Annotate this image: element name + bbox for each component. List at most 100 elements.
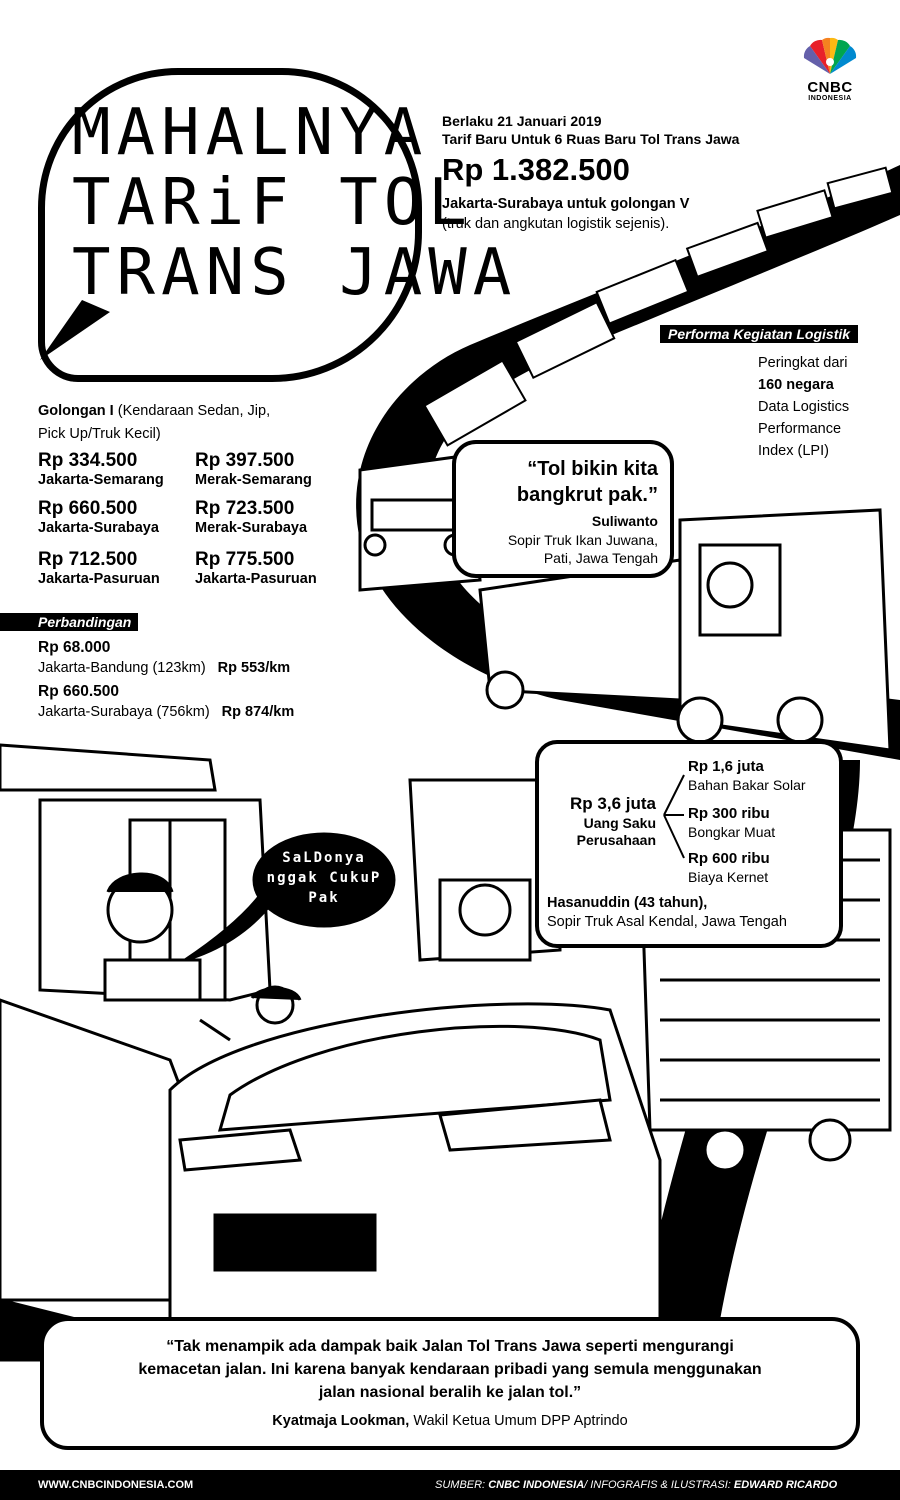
costs-brace <box>663 774 685 859</box>
fare-price: Rp 660.500 <box>38 498 138 519</box>
cost-amount: Rp 600 ribu <box>688 850 770 867</box>
header-desc-2: (truk dan angkutan logistik sejenis). <box>442 216 670 232</box>
rank-dot-icon <box>590 378 600 388</box>
quote1-role-1: Sopir Truk Ikan Juwana, <box>507 532 658 548</box>
peacock-icon <box>803 37 857 74</box>
speech-text: SaLDonya nggak CukuP Pak <box>262 848 386 908</box>
fare-price: Rp 723.500 <box>195 498 295 519</box>
compare-per-km: Rp 874/km <box>221 704 295 720</box>
costs-person-role: Sopir Truk Asal Kendal, Jawa Tengah <box>547 914 787 930</box>
comparison-tag: Perbandingan <box>38 614 132 630</box>
compare-per-km: Rp 553/km <box>217 660 291 676</box>
speech-line-3: Pak <box>308 890 340 906</box>
footer-source: SUMBER: CNBC INDONESIA/ INFOGRAFIS & ILU… <box>435 1479 837 1491</box>
compare-route: Jakarta-Surabaya (756km) <box>38 704 210 720</box>
toll-attendant <box>103 872 231 1042</box>
compare-price: Rp 68.000 <box>38 639 111 656</box>
note-line-5: Index (LPI) <box>758 443 829 459</box>
header-info: Berlaku 21 Januari 2019 Tarif Baru Untuk… <box>442 112 802 234</box>
quote1-name: Suliwanto <box>591 513 658 529</box>
costs-total: Rp 3,6 juta Uang Saku Perusahaan <box>546 793 656 849</box>
header-desc-1: Jakarta-Surabaya untuk golongan V <box>442 196 690 212</box>
fare-price: Rp 334.500 <box>38 450 138 471</box>
rank-country: Malaysia <box>606 375 666 392</box>
quote2-attribution: Kyatmaja Lookman, Wakil Ketua Umum DPP A… <box>44 1408 856 1434</box>
golongan-head-line2: Pick Up/Truk Kecil) <box>38 426 161 442</box>
effective-date: Berlaku 21 Januari 2019 <box>442 113 602 129</box>
fare-route: Merak-Semarang <box>195 472 312 488</box>
quote2-role: Wakil Ketua Umum DPP Aptrindo <box>409 1413 628 1429</box>
quote2-name: Kyatmaja Lookman, <box>272 1413 410 1429</box>
fare-item: Rp 712.500 Jakarta-Pasuruan <box>38 549 160 587</box>
quote-bubble-1: “Tol bikin kita bangkrut pak.” Suliwanto… <box>452 440 674 578</box>
fare-price: Rp 712.500 <box>38 549 138 570</box>
compare-row: Jakarta-Surabaya (756km) Rp 874/km <box>38 702 358 723</box>
truck-driver-lower <box>458 883 512 937</box>
rank-country: Indonesia <box>571 400 651 419</box>
logo-sub: INDONESIA <box>808 95 852 102</box>
fare-item: Rp 775.500 Jakarta-Pasuruan <box>195 549 317 587</box>
rank-value: 32 <box>696 352 714 369</box>
comparison-tag-bar <box>0 613 138 631</box>
costs-box <box>535 740 843 948</box>
fare-route: Jakarta-Pasuruan <box>195 571 317 587</box>
fare-item: Rp 397.500 Merak-Semarang <box>195 450 312 488</box>
speech-line-1: SaLDonya <box>282 850 366 866</box>
golongan-head-bold: Golongan I <box>38 403 114 419</box>
golongan-section: Golongan I (Kendaraan Sedan, Jip, Pick U… <box>38 400 348 446</box>
title-line-1: MAHALNYA <box>72 96 429 170</box>
costs-person-name: Hasanuddin (43 tahun), <box>547 895 708 911</box>
cost-label: Bongkar Muat <box>688 824 776 840</box>
costs-person: Hasanuddin (43 tahun), Sopir Truk Asal K… <box>547 894 832 932</box>
costs-total-label-1: Uang Saku <box>583 815 656 831</box>
note-line-3: Data Logistics <box>758 399 850 415</box>
rank-country: Thailand <box>631 352 689 369</box>
costs-total-amount: Rp 3,6 juta <box>570 794 656 813</box>
truck-right <box>478 508 892 752</box>
fare-route: Merak-Surabaya <box>195 520 308 536</box>
cost-amount: Rp 300 ribu <box>688 805 770 822</box>
rank-dot-icon <box>615 355 625 365</box>
compare-route: Jakarta-Bandung (123km) <box>38 660 206 676</box>
note-line-2: 160 negara <box>758 377 834 393</box>
fare-route: Jakarta-Semarang <box>38 472 164 488</box>
compare-row: Jakarta-Bandung (123km) Rp 553/km <box>38 658 358 679</box>
logistics-rank-thailand: Thailand 32 <box>615 352 714 369</box>
title-line-3: TRANS JAWA <box>72 236 518 310</box>
speech-bubble-shape <box>184 832 396 962</box>
rank-value: 46 <box>659 400 679 419</box>
golongan-head-rest: (Kendaraan Sedan, Jip, <box>113 403 271 419</box>
footer: WWW.CNBCINDONESIA.COM SUMBER: CNBC INDON… <box>0 1470 900 1500</box>
quote-box-2: “Tak menampik ada dampak baik Jalan Tol … <box>40 1317 860 1450</box>
footer-source-label: SUMBER: <box>435 1479 489 1491</box>
cost-amount: Rp 1,6 juta <box>688 758 764 775</box>
quote2-line-3: jalan nasional beralih ke jalan tol.” <box>318 1384 582 1401</box>
costs-total-label-2: Perusahaan <box>576 832 656 848</box>
fare-price: Rp 775.500 <box>195 549 295 570</box>
header-price: Rp 1.382.500 <box>442 152 630 187</box>
quote2-line-2: kemacetan jalan. Ini karena banyak kenda… <box>138 1361 762 1378</box>
fare-route: Jakarta-Pasuruan <box>38 571 160 587</box>
title-line-2: TARiF TOL <box>72 166 473 240</box>
costs-items: Rp 1,6 juta Bahan Bakar Solar Rp 300 rib… <box>688 757 828 886</box>
compare-price: Rp 660.500 <box>38 683 119 700</box>
quote1-text-1: “Tol bikin kita <box>527 458 658 480</box>
header-subtitle: Tarif Baru Untuk 6 Ruas Baru Tol Trans J… <box>442 131 740 147</box>
car <box>168 985 662 1322</box>
fare-item: Rp 723.500 Merak-Surabaya <box>195 498 307 536</box>
logistics-rank-malaysia: Malaysia 41 <box>590 375 694 392</box>
quote1-role-2: Pati, Jawa Tengah <box>543 550 658 566</box>
truck-convoy <box>423 166 894 447</box>
brand-logo: CNBC INDONESIA <box>794 36 866 103</box>
comparison-list: Rp 68.000 Jakarta-Bandung (123km) Rp 553/… <box>38 637 358 723</box>
note-line-1: Peringkat dari <box>758 355 848 371</box>
cost-label: Bahan Bakar Solar <box>688 777 806 793</box>
logistics-tag: Performa Kegiatan Logistik <box>660 325 859 343</box>
fare-item: Rp 660.500 Jakarta-Surabaya <box>38 498 159 536</box>
fare-route: Jakarta-Surabaya <box>38 520 159 536</box>
rank-value: 41 <box>677 375 695 392</box>
cost-label: Biaya Kernet <box>688 869 769 885</box>
quote2-line-1: “Tak menampik ada dampak baik Jalan Tol … <box>166 1338 734 1355</box>
golongan-head: Golongan I (Kendaraan Sedan, Jip, <box>38 400 348 423</box>
